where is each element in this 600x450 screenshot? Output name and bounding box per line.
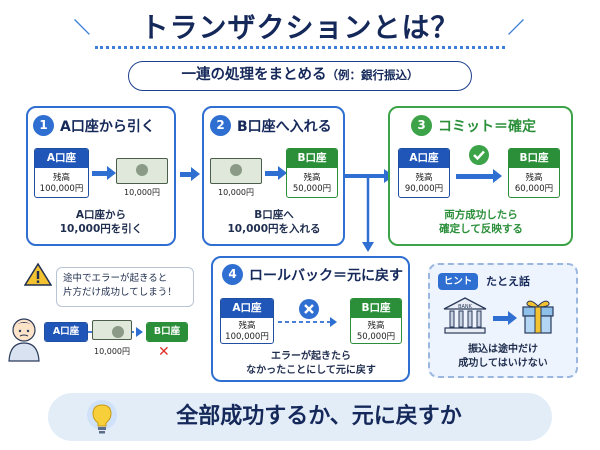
subtitle-pill: 一連の処理をまとめる（例：銀行振込） [128,61,472,91]
worried-person-icon [8,318,40,362]
step4-title: ロールバック＝元に戻す [249,268,403,284]
account-label: A口座 [221,299,273,318]
balance-value: 60,000円 [514,184,554,194]
warning-line: 途中でエラーが起きると [63,273,168,284]
caption-line: 振込は途中だけ [468,344,538,355]
hint-arrow [493,311,517,325]
step1-number: 1 [33,115,54,136]
balance-value: 100,000円 [39,184,84,194]
balance-label: 残高 [525,173,543,183]
step1-caption: A口座から 10,000円を引く [30,208,172,236]
sparkle-icon-left: ＼ [74,18,91,37]
flow-arrow-1-2 [180,167,200,181]
step3-number: 3 [411,115,432,136]
step3-arrow [456,169,502,183]
caption-line: なかったことにして元に戻す [246,365,376,376]
step4-dashed-arrow [278,317,337,327]
subtitle-main: 一連の処理をまとめる [181,67,327,83]
warning-line: 片方だけ成功してしまう！ [63,287,177,298]
account-label: B口座 [509,149,559,168]
account-label: B口座 [147,323,187,341]
balance-label: 残高 [238,321,256,331]
balance-value: 50,000円 [356,332,396,342]
account-label: A口座 [35,149,88,168]
subtitle-example: （例：銀行振込） [326,68,419,82]
step3-caption: 両方成功したら確定して反映する [392,208,570,236]
step4-number: 4 [222,264,243,285]
caption-line: エラーが起きたら [271,351,351,362]
step2-number: 2 [210,115,231,136]
title-divider [95,46,505,49]
step2-arrow [265,166,287,180]
account-label: A口座 [45,323,87,341]
step2-title: B口座へ入れる [237,119,332,135]
account-label: B口座 [351,299,401,318]
warning-message: 途中でエラーが起きると 片方だけ成功してしまう！ [56,267,194,307]
sparkle-icon-right: ／ [508,18,525,37]
balance-value: 90,000円 [404,184,444,194]
step1-title: A口座から引く [60,119,155,135]
caption-line: 10,000円を引く [59,223,143,235]
warning-cash-amount: 10,000円 [94,347,130,356]
balance-label: 残高 [367,321,385,331]
step3-title: コミット＝確定 [438,119,536,135]
balance-value: 50,000円 [292,184,332,194]
hint-caption: 振込は途中だけ成功してはいけない [432,343,574,371]
check-icon [469,145,489,165]
caption-line: A口座から [75,209,127,221]
warning-account-a: A口座 [44,322,88,342]
balance-label: 残高 [303,173,321,183]
bank-text: BANK [458,304,473,310]
lightbulb-icon [87,400,117,434]
summary-banner [48,393,552,441]
step2-caption: B口座へ 10,000円を入れる [206,208,342,236]
step1-arrow [92,166,116,180]
caption-line: 成功してはいけない [458,358,548,369]
step4-caption: エラーが起きたらなかったことにして元に戻す [216,350,406,378]
hint-label: ヒント [438,273,478,290]
caption-line: B口座へ [254,209,294,221]
page-title: トランザクションとは？ [140,11,460,44]
step2-cash-amount: 10,000円 [218,188,254,197]
warning-icon [24,262,52,286]
caption-line: 10,000円を入れる [227,223,321,235]
balance-value: 100,000円 [225,332,269,342]
hint-title: たとえ話 [486,275,530,288]
account-label: A口座 [399,149,449,168]
balance-label: 残高 [52,173,70,183]
caption-line: 確定して反映する [439,223,523,235]
cross-mark-icon: ✕ [158,344,170,360]
gift-icon [522,300,554,334]
account-label: B口座 [287,149,337,168]
step1-cash-amount: 10,000円 [124,188,160,197]
cash-icon [210,158,262,184]
warning-account-b: B口座 [146,322,188,342]
caption-line: 両方成功したら [444,209,518,221]
cash-icon [116,158,168,184]
cancel-x-icon [299,299,319,319]
cash-icon [92,320,132,340]
bank-icon: BANK [443,297,487,334]
summary-text: 全部成功するか、元に戻すか [176,404,462,429]
balance-label: 残高 [415,173,433,183]
